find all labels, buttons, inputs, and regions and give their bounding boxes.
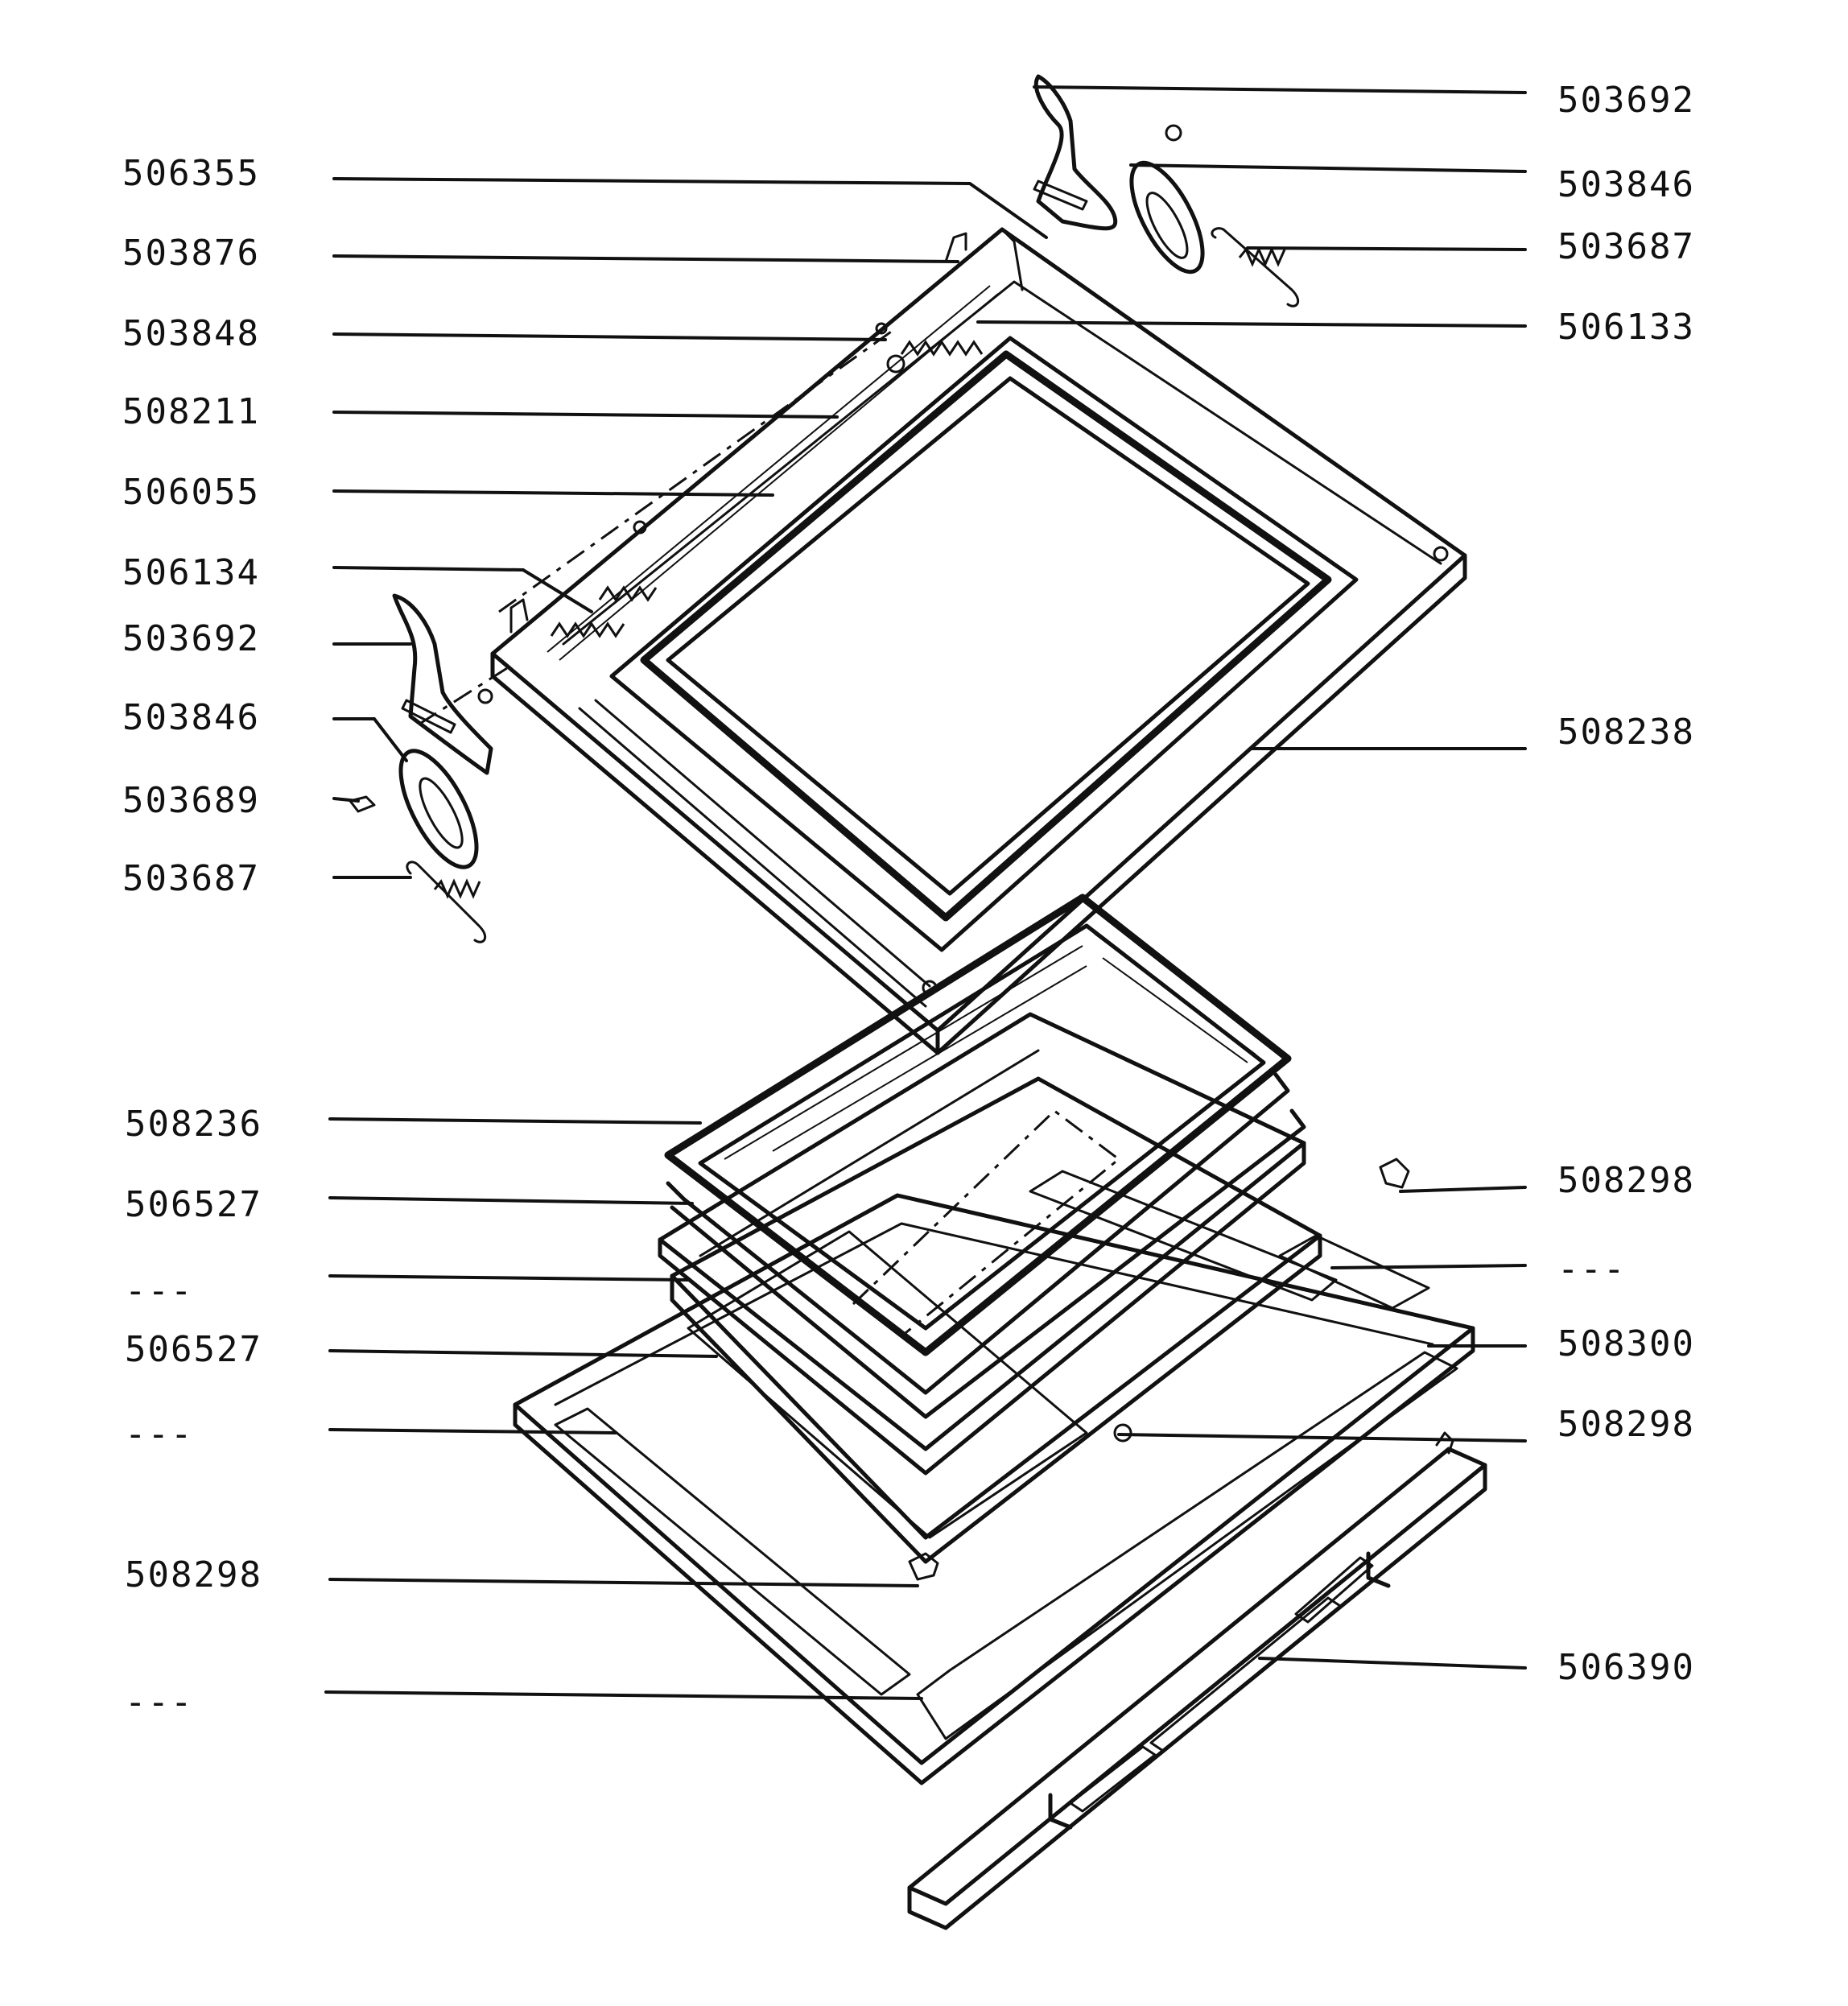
leader-508298-left xyxy=(328,1578,919,1587)
hinge-assembly xyxy=(418,232,999,726)
leader-506134 xyxy=(332,566,593,613)
part-number-508298-right-a: 508298 xyxy=(1557,1160,1695,1201)
leader-503846-left xyxy=(332,717,408,762)
leader-lines-right xyxy=(976,85,1527,1670)
leader-506133 xyxy=(976,320,1527,328)
hinge-left xyxy=(349,593,493,943)
part-number-506527-b: 506527 xyxy=(125,1329,262,1370)
leader-503846-right xyxy=(1129,163,1527,173)
leader-506527-a xyxy=(328,1196,694,1205)
leader-503692-right xyxy=(1033,85,1527,94)
leader-503876 xyxy=(332,254,959,263)
leader-dash-c xyxy=(324,1690,923,1700)
part-number-dash-right: --- xyxy=(1557,1249,1627,1290)
part-number-dash-c: --- xyxy=(125,1682,194,1723)
leader-503687-right xyxy=(1246,246,1527,251)
outer-frame xyxy=(513,1158,1475,1785)
leader-506055 xyxy=(332,489,774,497)
hinge-right xyxy=(1033,74,1300,308)
part-number-506055: 506055 xyxy=(122,472,260,513)
bottom-strip xyxy=(907,1431,1487,1930)
inner-panel xyxy=(670,1076,1338,1564)
leader-dash-b xyxy=(328,1428,617,1434)
part-number-508298-left: 508298 xyxy=(125,1554,262,1595)
part-number-508211: 508211 xyxy=(122,391,260,432)
leader-508236 xyxy=(328,1117,702,1125)
leader-506355 xyxy=(332,177,1048,239)
part-number-503689: 503689 xyxy=(122,780,260,821)
leader-lines-left xyxy=(324,177,1048,1700)
part-number-506133: 506133 xyxy=(1557,307,1695,348)
leader-503848 xyxy=(332,332,887,341)
door-frame-part xyxy=(490,227,1467,1055)
gasket-layers xyxy=(658,1012,1306,1476)
part-number-dash-b: --- xyxy=(125,1414,194,1455)
part-number-503692-right: 503692 xyxy=(1557,80,1695,121)
part-number-503687-left: 503687 xyxy=(122,858,260,899)
leader-dash-a xyxy=(328,1274,690,1282)
part-number-508298-right-b: 508298 xyxy=(1557,1404,1695,1445)
part-number-508238: 508238 xyxy=(1557,712,1695,753)
part-number-503848: 503848 xyxy=(122,313,260,354)
part-number-506527-a: 506527 xyxy=(125,1184,262,1225)
leader-dash-right xyxy=(1330,1264,1527,1269)
part-number-506355: 506355 xyxy=(122,153,260,194)
part-number-508300: 508300 xyxy=(1557,1323,1695,1364)
part-number-506134: 506134 xyxy=(122,552,260,593)
part-number-506390: 506390 xyxy=(1557,1647,1695,1688)
part-number-503846-left: 503846 xyxy=(122,697,260,738)
leader-506390 xyxy=(1258,1657,1527,1670)
part-number-503846-right: 503846 xyxy=(1557,164,1695,205)
leader-508298-right-b xyxy=(1117,1433,1527,1443)
part-number-503876: 503876 xyxy=(122,233,260,274)
part-number-dash-a: --- xyxy=(125,1270,194,1311)
leader-508211 xyxy=(332,411,839,419)
leader-508298-right-a xyxy=(1399,1186,1527,1193)
part-number-503687-right: 503687 xyxy=(1557,226,1695,267)
part-number-508236: 508236 xyxy=(125,1104,262,1145)
part-number-503692-left: 503692 xyxy=(122,618,260,659)
